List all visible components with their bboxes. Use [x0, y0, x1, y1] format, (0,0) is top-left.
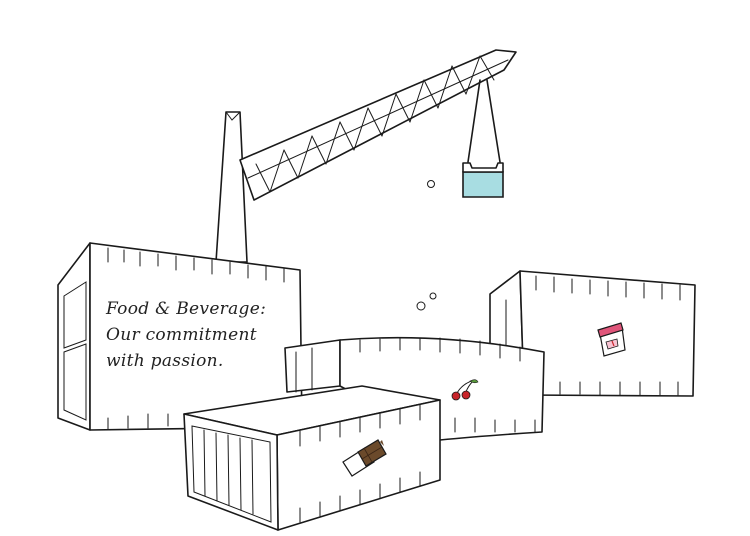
headline-line-1: Food & Beverage: — [106, 299, 267, 319]
container-middle — [284, 336, 545, 441]
headline: Food & Beverage: Our commitment with pas… — [106, 296, 266, 374]
cherry-icon — [451, 379, 479, 401]
crane-illustration — [215, 49, 517, 263]
bubble-dots — [416, 180, 437, 311]
crate-icon — [462, 162, 504, 198]
headline-line-3: with passion. — [106, 351, 224, 371]
jam-jar-icon — [597, 322, 626, 357]
container-left — [57, 242, 303, 431]
container-front — [183, 385, 441, 531]
headline-line-2: Our commitment — [106, 325, 257, 345]
chocolate-bar-icon — [342, 439, 387, 477]
